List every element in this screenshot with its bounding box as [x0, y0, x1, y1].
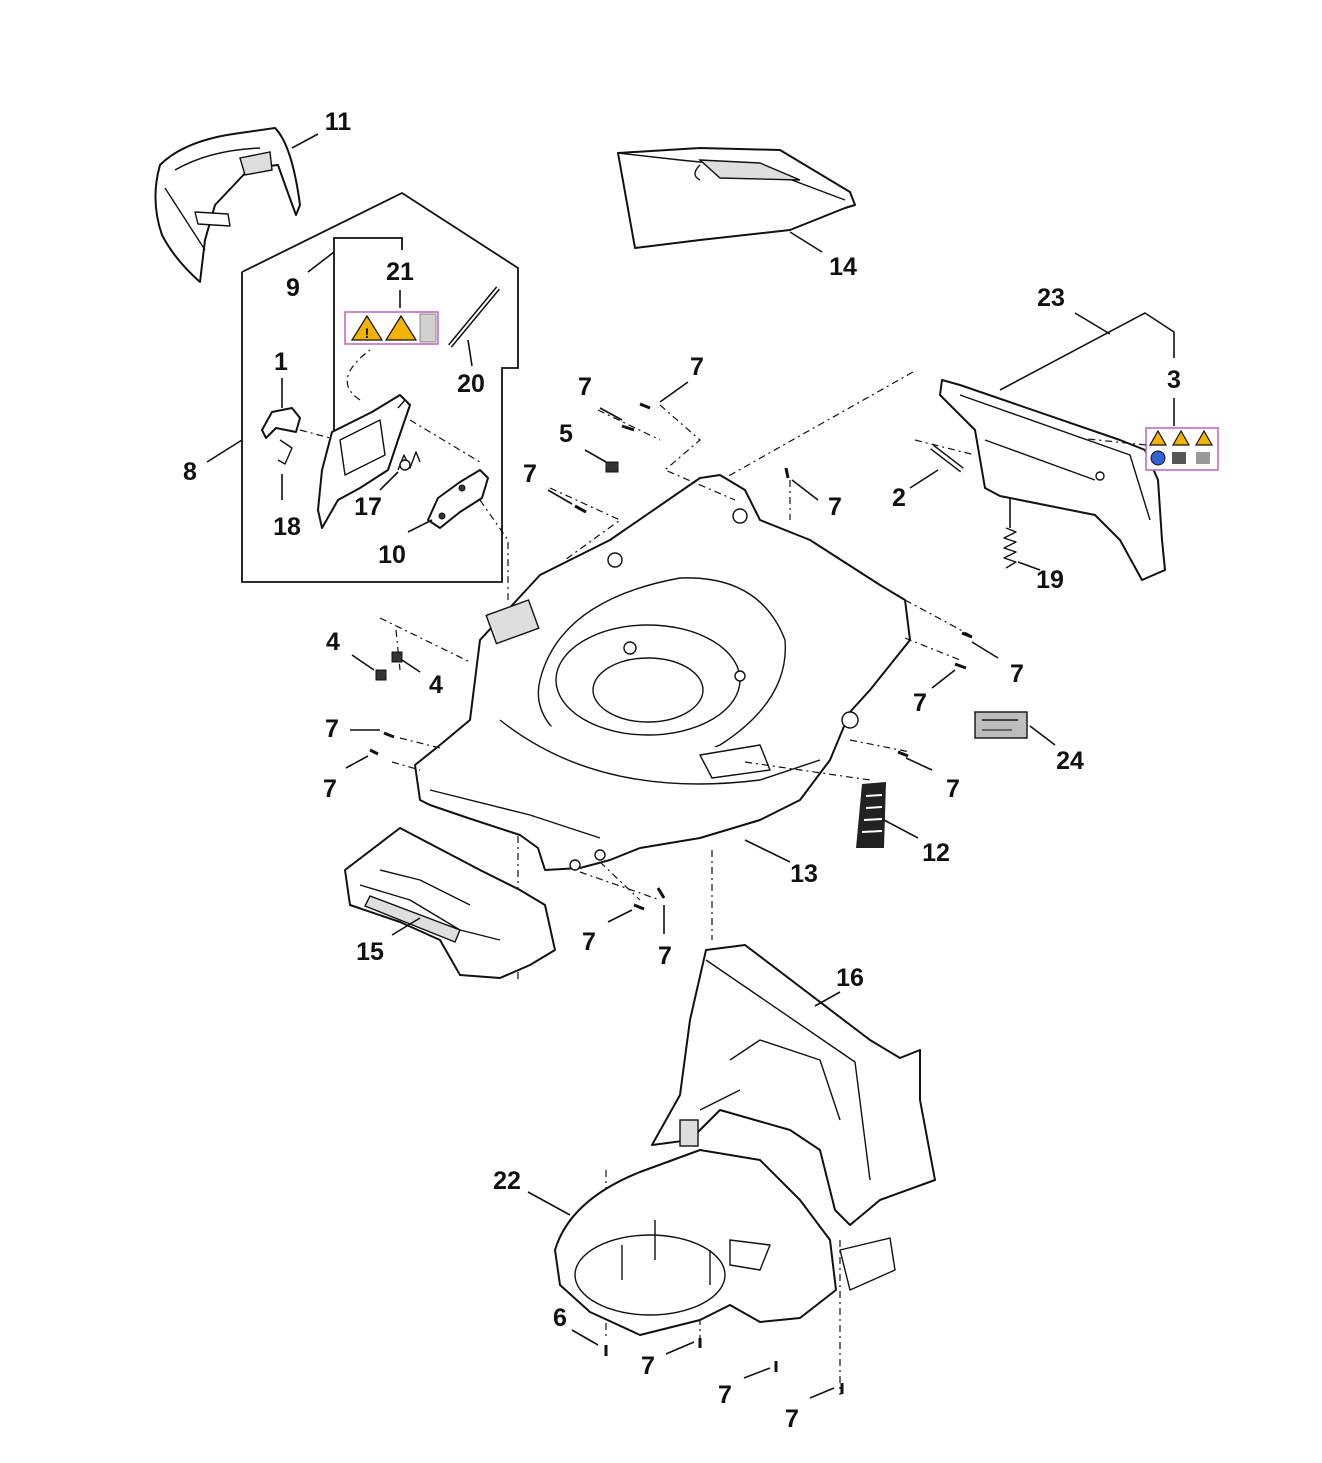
svg-text:!: !: [365, 325, 370, 341]
callout-12: 12: [922, 839, 950, 867]
callout-19: 19: [1036, 566, 1064, 594]
rear-flap-part: [617, 147, 856, 249]
adjuster-group-box: [206, 191, 519, 583]
callout-7-h: 7: [913, 689, 927, 717]
callout-7-l: 7: [641, 1352, 655, 1380]
callout-7-a: 7: [690, 353, 704, 381]
callout-8: 8: [183, 458, 197, 486]
height-label-part: [856, 782, 919, 848]
fasteners: [369, 402, 973, 1394]
callout-7-e: 7: [325, 715, 339, 743]
rear-frame-part: [651, 944, 936, 1226]
callout-16: 16: [836, 964, 864, 992]
pin-part: [909, 439, 976, 489]
callout-15: 15: [356, 938, 384, 966]
callout-leaders: [291, 133, 999, 1399]
callout-4-a: 4: [326, 628, 340, 656]
callout-5: 5: [559, 420, 573, 448]
callout-6: 6: [553, 1304, 567, 1332]
callout-7-k: 7: [658, 942, 672, 970]
grass-deflector-part: [154, 127, 301, 283]
spring-part: [379, 451, 421, 491]
rear-guard-part: [939, 312, 1175, 581]
assembly-lines: [379, 371, 971, 1395]
callout-7-b: 7: [578, 373, 592, 401]
callout-3: 3: [1167, 366, 1181, 394]
callout-21: 21: [386, 258, 414, 286]
callout-7-f: 7: [323, 775, 337, 803]
callout-labels: 11 14 9 21 20 1 8 17 18 10 23 3 2 19 7 7…: [183, 108, 1181, 1433]
callout-7-c: 7: [523, 460, 537, 488]
callout-11: 11: [325, 108, 352, 136]
callout-1: 1: [274, 348, 288, 376]
front-bumper-part: [344, 827, 556, 979]
bracket-part: [407, 419, 509, 604]
callout-13: 13: [790, 860, 818, 888]
blade-housing-part: [527, 1149, 896, 1336]
callout-7-n: 7: [785, 1405, 799, 1433]
callout-7-i: 7: [946, 775, 960, 803]
callout-23: 23: [1037, 284, 1065, 312]
callout-22: 22: [493, 1167, 521, 1195]
warning-decal-21: !: [344, 290, 439, 345]
adjuster-handle-part: [299, 349, 411, 529]
callout-14: 14: [829, 253, 857, 281]
lever-cap-part: [261, 378, 301, 500]
serial-label-part: [974, 711, 1056, 746]
callout-20: 20: [457, 370, 485, 398]
rod-part: [448, 286, 500, 367]
callout-7-j: 7: [582, 928, 596, 956]
callout-9: 9: [286, 274, 300, 302]
callout-10: 10: [378, 541, 406, 569]
warning-decal-3: [1077, 398, 1219, 471]
callout-2: 2: [892, 484, 906, 512]
torsion-spring-part: [1003, 498, 1041, 571]
callout-24: 24: [1056, 747, 1084, 775]
callout-7-m: 7: [718, 1381, 732, 1409]
callout-4-b: 4: [429, 671, 443, 699]
deck-part: [414, 474, 911, 871]
callout-7-d: 7: [828, 493, 842, 521]
callout-17: 17: [354, 493, 382, 521]
callout-7-g: 7: [1010, 660, 1024, 688]
callout-18: 18: [273, 513, 301, 541]
